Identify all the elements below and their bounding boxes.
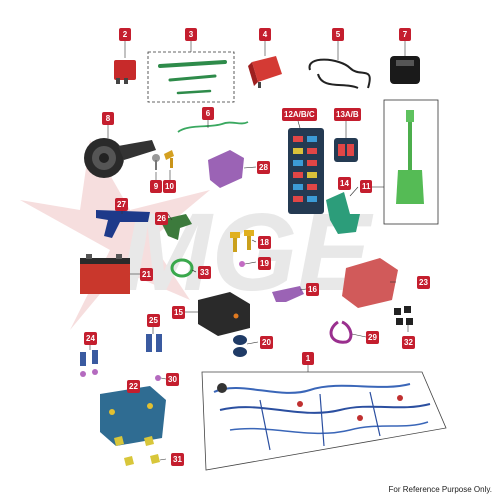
label-part-33: 33: [198, 266, 211, 279]
harness-1: [201, 371, 447, 471]
bolts-25: [146, 334, 162, 352]
bolt-9: [152, 154, 160, 170]
bracket-26: [160, 214, 192, 240]
zip-ties-3: [147, 51, 235, 103]
washer-19: [239, 261, 245, 267]
label-part-24: 24: [84, 332, 97, 345]
label-part-16: 16: [306, 283, 319, 296]
label-part-18: 18: [258, 236, 271, 249]
label-part-4: 4: [259, 28, 271, 41]
label-part-30: 30: [166, 373, 179, 386]
bolts-17: [230, 230, 254, 252]
module-15: [198, 292, 250, 336]
label-part-23: 23: [417, 276, 430, 289]
pads-32: [394, 306, 413, 325]
label-part-2: 2: [119, 28, 131, 41]
label-part-19: 19: [258, 257, 271, 270]
strap-27: [96, 210, 150, 238]
horn-8: [84, 138, 156, 178]
label-part-28: 28: [257, 161, 270, 174]
battery-21: [80, 254, 130, 294]
label-part-25: 25: [147, 314, 160, 327]
label-part-29: 29: [366, 331, 379, 344]
grommets-20: [233, 335, 247, 357]
reference-note: For Reference Purpose Only.: [388, 485, 492, 494]
box-22: [100, 386, 166, 446]
label-part-26: 26: [155, 212, 168, 225]
label-part-7: 7: [399, 28, 411, 41]
sensor-11: [383, 99, 439, 225]
washer-30: [155, 375, 161, 381]
bolts-24: [80, 350, 98, 377]
label-part-14: 14: [338, 177, 351, 190]
label-part-32: 32: [402, 336, 415, 349]
connector-13: [334, 138, 358, 162]
cable-5: [308, 58, 371, 89]
clamp-33: [170, 258, 194, 278]
relay-4: [248, 56, 282, 88]
bolt-10: [164, 150, 174, 168]
strap-29: [329, 320, 353, 344]
label-part-3: 3: [185, 28, 197, 41]
nuts-31: [114, 436, 160, 466]
label-part-13: 13A/B: [334, 108, 361, 121]
connector-7: [390, 56, 420, 84]
label-part-6: 6: [202, 107, 214, 120]
fusebox-12: [288, 128, 324, 214]
label-part-15: 15: [172, 306, 185, 319]
bracket-14: [326, 192, 360, 234]
label-part-31: 31: [171, 453, 184, 466]
wire-6: [177, 121, 249, 133]
relay-2: [114, 60, 136, 84]
bracket-16: [272, 286, 304, 302]
label-part-9: 9: [150, 180, 162, 193]
label-part-22: 22: [127, 380, 140, 393]
label-part-8: 8: [102, 112, 114, 125]
label-part-21: 21: [140, 268, 153, 281]
tray-23: [342, 258, 398, 308]
label-part-12: 12A/B/C: [282, 108, 317, 121]
label-part-1: 1: [302, 352, 314, 365]
label-part-27: 27: [115, 198, 128, 211]
bracket-28: [208, 150, 244, 188]
label-part-10: 10: [163, 180, 176, 193]
label-part-5: 5: [332, 28, 344, 41]
label-part-20: 20: [260, 336, 273, 349]
label-part-11: 11: [360, 180, 373, 193]
